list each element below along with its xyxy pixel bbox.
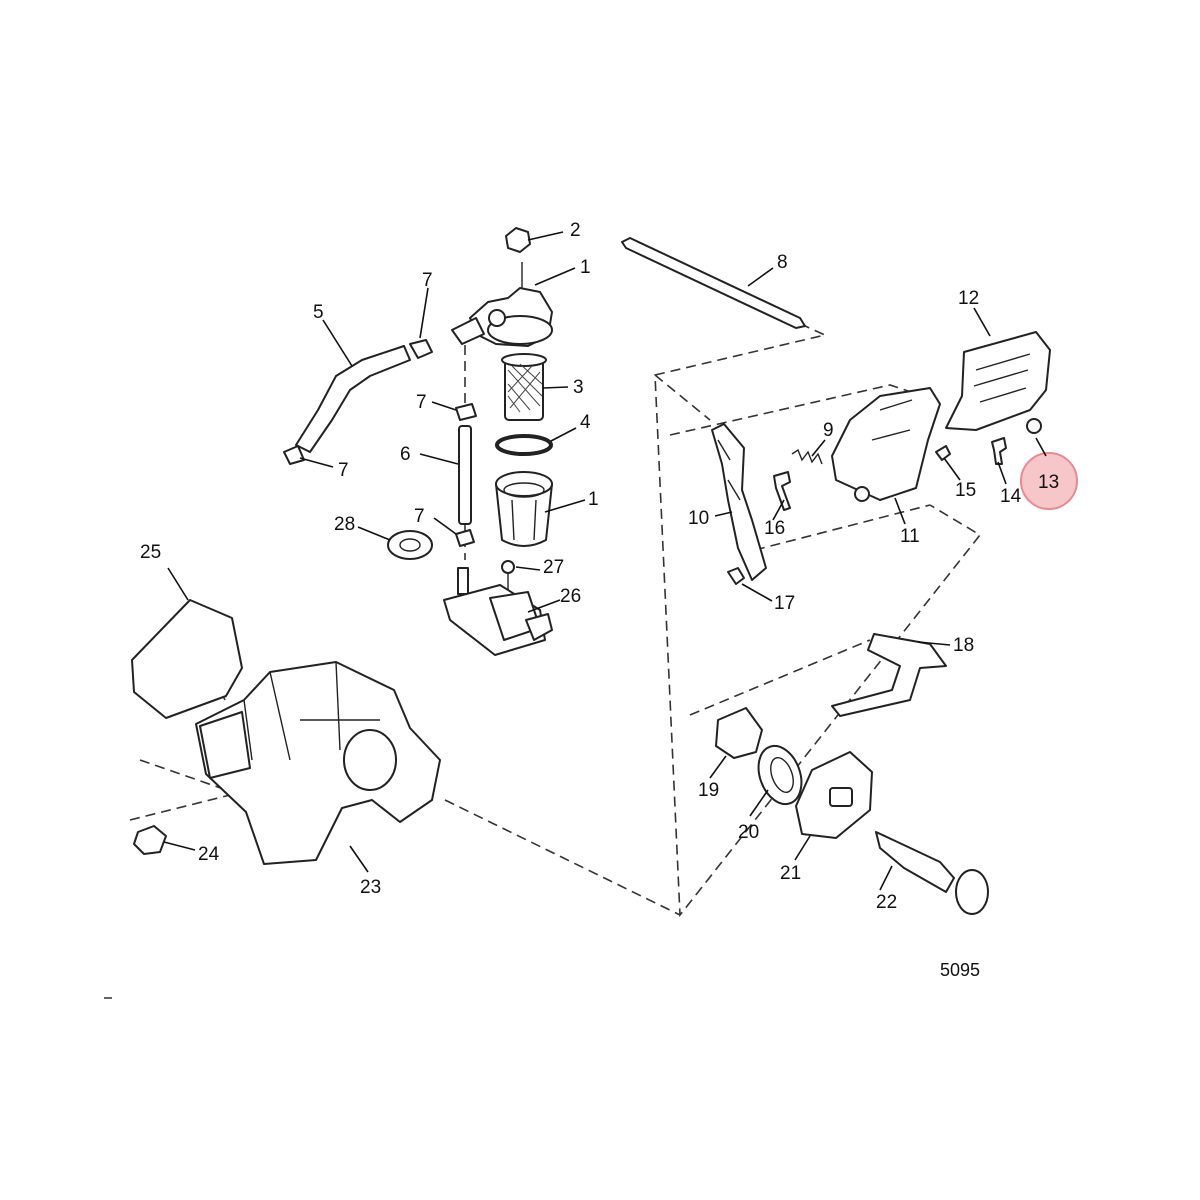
callout-7-mid: 7: [416, 392, 427, 413]
callout-12: 12: [958, 288, 979, 309]
callout-17: 17: [774, 593, 795, 614]
callout-27: 27: [543, 557, 564, 578]
callout-26: 26: [560, 586, 581, 607]
seal-ring: [387, 530, 433, 560]
screw-14: [991, 437, 1007, 465]
callout-10: 10: [688, 508, 709, 529]
carburetor-nut: [133, 825, 167, 855]
nut-17: [727, 567, 745, 585]
callout-1-bowl: 1: [588, 489, 599, 510]
callout-7-hose: 7: [338, 460, 349, 481]
figure-number: 5095: [940, 960, 980, 980]
grommet: [1026, 418, 1042, 434]
callout-19: 19: [698, 780, 719, 801]
fuel-filter-head: [451, 262, 553, 347]
carburetor-gasket: [131, 599, 243, 719]
pump-screw: [501, 560, 515, 590]
callout-18: 18: [953, 635, 974, 656]
screw-15: [935, 445, 951, 461]
mount-plate: [795, 751, 873, 839]
callout-1: 1: [580, 257, 591, 278]
callout-5: 5: [313, 302, 324, 323]
hose-clamps: [283, 339, 477, 547]
callout-labels: 2 1 3 4 1 5 6 7 7 7 7 28 27 26 8 9 10 16…: [140, 220, 1059, 913]
o-ring: [495, 434, 553, 456]
callout-8: 8: [777, 252, 788, 273]
choke-knob: [875, 831, 989, 915]
callout-3: 3: [573, 377, 584, 398]
fuel-pump: [443, 567, 553, 656]
highlight-marker: [1020, 452, 1078, 510]
bolt-16: [773, 471, 791, 511]
filter-bowl: [495, 471, 553, 547]
mounting-bracket: [831, 387, 941, 502]
retainer-clip: [715, 707, 763, 759]
leader-lines: [163, 231, 1047, 891]
callout-24: 24: [198, 844, 220, 865]
callout-23: 23: [360, 877, 381, 898]
throttle-lever: [711, 423, 767, 581]
callout-6: 6: [400, 444, 411, 465]
fuel-hose: [295, 345, 411, 453]
callout-4: 4: [580, 412, 591, 433]
shift-lever: [831, 633, 947, 717]
callout-28: 28: [334, 514, 355, 535]
callout-22: 22: [876, 892, 897, 913]
callout-11: 11: [900, 526, 920, 547]
callout-25: 25: [140, 542, 161, 563]
callout-7-low: 7: [414, 506, 425, 527]
fuel-tube: [458, 425, 472, 525]
callout-9: 9: [823, 420, 834, 441]
filter-element: [501, 353, 547, 421]
return-spring: [791, 448, 823, 465]
callout-13: 13: [1038, 472, 1059, 493]
callout-15: 15: [955, 480, 976, 501]
gasket-ring: [757, 744, 803, 806]
callout-16: 16: [764, 518, 785, 539]
callout-14: 14: [1000, 486, 1022, 507]
electrical-cover: [945, 331, 1051, 431]
filter-cap: [505, 227, 531, 253]
link-rod: [621, 237, 806, 329]
callout-20: 20: [738, 822, 759, 843]
callout-2: 2: [570, 220, 581, 241]
callout-7-top: 7: [422, 270, 433, 291]
carburetor: [195, 661, 441, 865]
callout-21: 21: [780, 863, 801, 884]
